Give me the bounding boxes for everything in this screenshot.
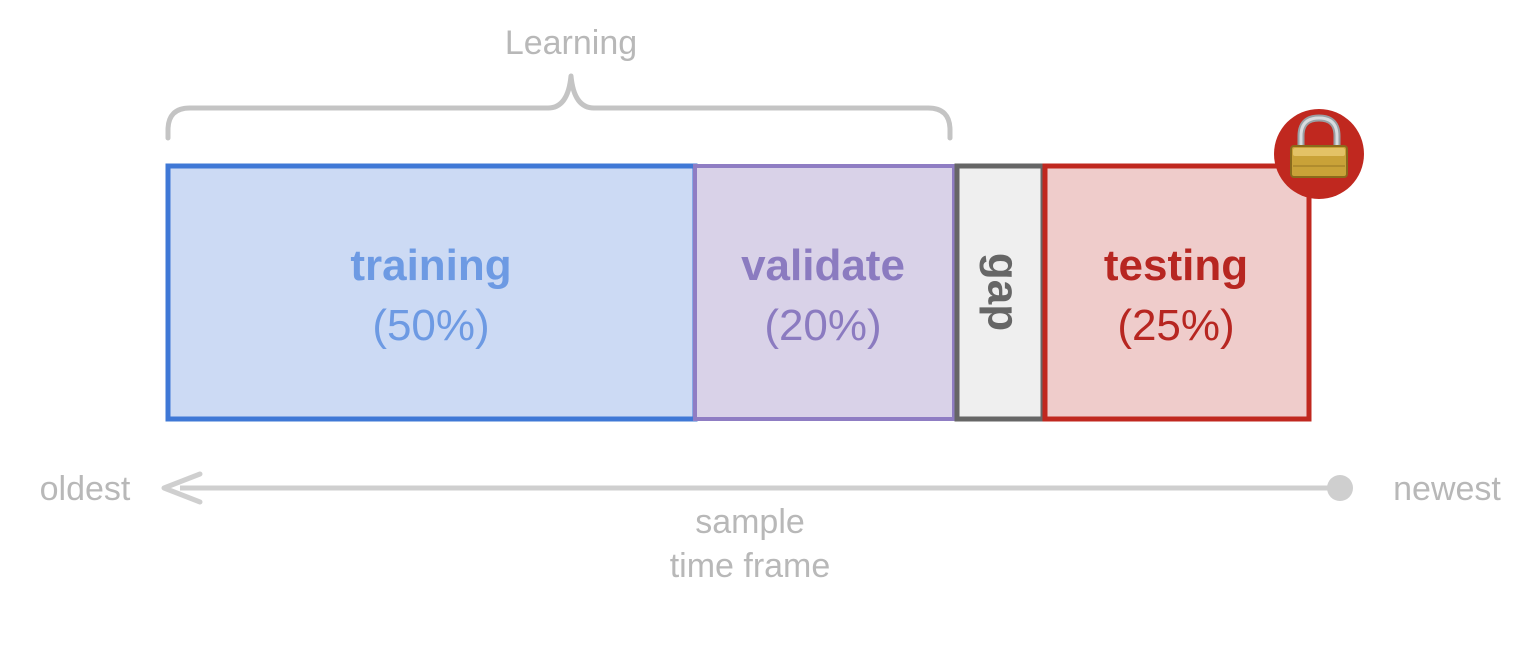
- testing-box: [1042, 163, 1312, 422]
- oldest-label: oldest: [40, 470, 131, 508]
- timeline-caption-line2: time frame: [670, 547, 831, 585]
- timeline: oldest newest sample time frame: [40, 470, 1502, 585]
- testing-segment: testing (25%): [1042, 163, 1312, 422]
- newest-label: newest: [1393, 470, 1501, 508]
- testing-label: testing: [1104, 241, 1248, 290]
- training-segment: training (50%): [165, 163, 698, 422]
- gap-box: [954, 163, 1046, 422]
- testing-percent: (25%): [1117, 301, 1234, 350]
- learning-brace: [165, 73, 953, 141]
- validate-percent: (20%): [764, 301, 881, 350]
- training-box: [165, 163, 698, 422]
- gap-segment: gap: [954, 163, 1046, 422]
- validate-label: validate: [741, 241, 905, 290]
- padlock-icon: [1274, 109, 1364, 199]
- training-label: training: [350, 241, 511, 290]
- training-percent: (50%): [372, 301, 489, 350]
- validate-box: [693, 164, 956, 421]
- timeline-caption-line1: sample: [695, 503, 805, 541]
- gap-label: gap: [978, 253, 1027, 331]
- timeline-arrowhead: [161, 471, 203, 505]
- validate-segment: validate (20%): [693, 164, 956, 421]
- timeline-end-dot: [1327, 475, 1353, 501]
- learning-label: Learning: [505, 24, 637, 62]
